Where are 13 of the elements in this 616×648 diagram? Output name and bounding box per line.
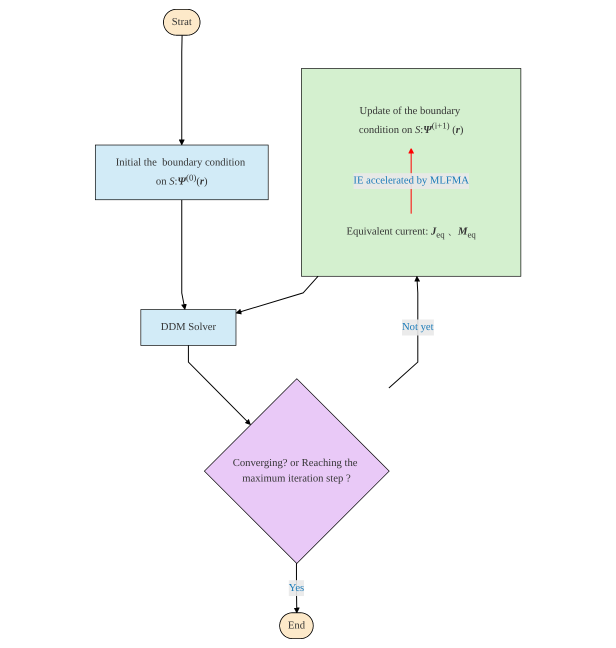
node-text: Update of the boundary condition on S:Ψ$^{(i+1)}$ (r) (358, 105, 464, 136)
cluster (301, 68, 522, 277)
arrow (188, 344, 251, 425)
node-text: Equivalent current: J$_{eq}$ 、M$_{eq}$ (346, 226, 476, 240)
edge-label: Not yet (402, 322, 434, 333)
arrow (180, 199, 187, 310)
edge-label: Yes (288, 582, 304, 594)
node-box: Initial the boundary condition on S:Ψ$^{(0)}$(r) (94, 144, 268, 200)
arrow (178, 35, 185, 146)
node-diamond: Converging? or Reaching the maximum iteration step ? (204, 378, 390, 564)
arrow (236, 276, 318, 314)
node-box: DDM Solver (140, 309, 236, 346)
edge-label: IE accelerated by MLFMA (353, 175, 469, 186)
